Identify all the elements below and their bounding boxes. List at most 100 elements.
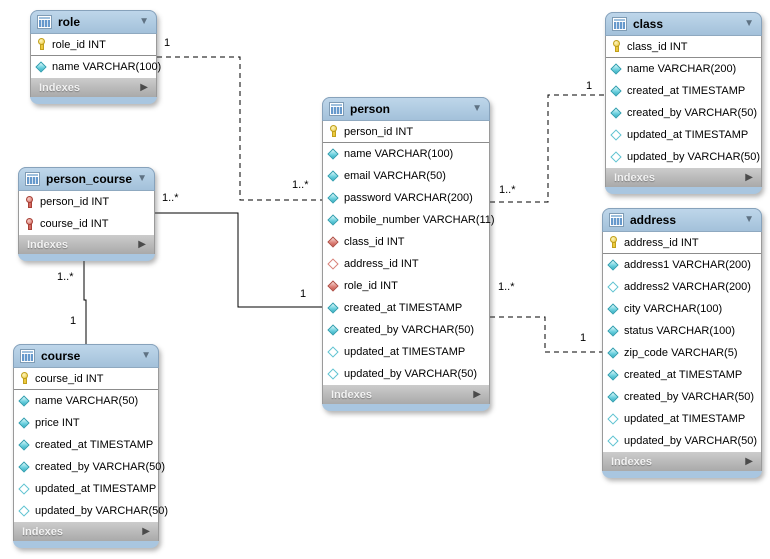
table-person_course-header[interactable]: person_course ▼ (18, 167, 155, 191)
nullable-column-icon (611, 129, 623, 142)
column-label: created_by VARCHAR(50) (344, 324, 475, 336)
collapse-arrow-icon[interactable]: ▼ (472, 103, 482, 114)
table-course-header[interactable]: course ▼ (13, 344, 159, 368)
relationship-role-person[interactable] (157, 56, 322, 201)
column-label: updated_at TIMESTAMP (344, 346, 466, 358)
table-role[interactable]: role ▼ role_id INT name VARCHAR(100) Ind… (30, 10, 161, 104)
field-address-city[interactable]: city VARCHAR(100) (603, 298, 761, 320)
table-person-header[interactable]: person ▼ (322, 97, 490, 121)
relationship-person_course-person[interactable] (155, 212, 322, 308)
field-role-name[interactable]: name VARCHAR(100) (31, 56, 161, 78)
table-address-header[interactable]: address ▼ (602, 208, 762, 232)
field-person-name[interactable]: name VARCHAR(100) (323, 143, 489, 165)
field-role-role_id[interactable]: role_id INT (31, 34, 156, 56)
primary-key-icon (608, 236, 620, 249)
field-person-mobile_number[interactable]: mobile_number VARCHAR(11) (323, 209, 495, 231)
field-person-created_by[interactable]: created_by VARCHAR(50) (323, 319, 489, 341)
nullable-column-icon (611, 151, 623, 164)
column-label: person_id INT (40, 196, 110, 208)
field-person-address_id[interactable]: address_id INT (323, 253, 489, 275)
field-person-person_id[interactable]: person_id INT (323, 121, 489, 143)
field-class-updated_at[interactable]: updated_at TIMESTAMP (606, 124, 761, 146)
field-address-address_id[interactable]: address_id INT (603, 232, 761, 254)
table-address-columns: address_id INT address1 VARCHAR(200) add… (602, 232, 762, 452)
table-address[interactable]: address ▼ address_id INT address1 VARCHA… (602, 208, 762, 478)
expand-arrow-icon[interactable]: ▶ (142, 525, 150, 537)
field-class-name[interactable]: name VARCHAR(200) (606, 58, 761, 80)
field-address-zip_code[interactable]: zip_code VARCHAR(5) (603, 342, 761, 364)
indexes-label: Indexes (611, 455, 652, 468)
field-address-created_at[interactable]: created_at TIMESTAMP (603, 364, 761, 386)
column-label: updated_by VARCHAR(50) (627, 151, 761, 163)
field-address-address2[interactable]: address2 VARCHAR(200) (603, 276, 761, 298)
column-label: name VARCHAR(100) (52, 61, 162, 73)
field-address-updated_at[interactable]: updated_at TIMESTAMP (603, 408, 761, 430)
collapse-arrow-icon[interactable]: ▼ (744, 214, 754, 225)
expand-arrow-icon[interactable]: ▶ (745, 171, 753, 183)
relationship-person-address[interactable] (490, 316, 602, 353)
column-label: created_at TIMESTAMP (627, 85, 746, 97)
collapse-arrow-icon[interactable]: ▼ (139, 16, 149, 27)
field-address-updated_by[interactable]: updated_by VARCHAR(50) (603, 430, 761, 452)
cardinality-label: 1..* (162, 192, 179, 204)
field-course-created_at[interactable]: created_at TIMESTAMP (14, 434, 158, 456)
field-person-created_at[interactable]: created_at TIMESTAMP (323, 297, 489, 319)
table-class-header[interactable]: class ▼ (605, 12, 762, 36)
table-person[interactable]: person ▼ person_id INT name VARCHAR(100)… (322, 97, 495, 411)
field-person_course-course_id[interactable]: course_id INT (19, 213, 154, 235)
field-course-course_id[interactable]: course_id INT (14, 368, 158, 390)
field-person_course-person_id[interactable]: person_id INT (19, 191, 154, 213)
collapse-arrow-icon[interactable]: ▼ (744, 18, 754, 29)
relationship-person_course-course[interactable] (83, 261, 87, 344)
field-address-address1[interactable]: address1 VARCHAR(200) (603, 254, 761, 276)
field-class-class_id[interactable]: class_id INT (606, 36, 761, 58)
field-class-created_by[interactable]: created_by VARCHAR(50) (606, 102, 761, 124)
table-person-columns: person_id INT name VARCHAR(100) email VA… (322, 121, 495, 385)
column-icon (608, 391, 620, 404)
indexes-bar[interactable]: Indexes ▶ (13, 522, 159, 541)
field-person-class_id[interactable]: class_id INT (323, 231, 489, 253)
indexes-bar[interactable]: Indexes ▶ (322, 385, 490, 404)
field-person-role_id[interactable]: role_id INT (323, 275, 489, 297)
field-course-price[interactable]: price INT (14, 412, 158, 434)
field-course-name[interactable]: name VARCHAR(50) (14, 390, 158, 412)
cardinality-label: 1 (70, 315, 77, 327)
expand-arrow-icon[interactable]: ▶ (140, 81, 148, 93)
field-course-updated_at[interactable]: updated_at TIMESTAMP (14, 478, 158, 500)
table-class[interactable]: class ▼ class_id INT name VARCHAR(200) c… (605, 12, 762, 194)
collapse-arrow-icon[interactable]: ▼ (141, 350, 151, 361)
indexes-bar[interactable]: Indexes ▶ (602, 452, 762, 471)
collapse-arrow-icon[interactable]: ▼ (137, 173, 147, 184)
field-person-updated_by[interactable]: updated_by VARCHAR(50) (323, 363, 489, 385)
column-label: updated_at TIMESTAMP (35, 483, 157, 495)
table-title: role (58, 15, 81, 29)
indexes-bar[interactable]: Indexes ▶ (30, 78, 157, 97)
column-label: updated_at TIMESTAMP (624, 413, 746, 425)
table-role-header[interactable]: role ▼ (30, 10, 157, 34)
primary-foreign-key-icon (24, 217, 36, 231)
field-person-email[interactable]: email VARCHAR(50) (323, 165, 489, 187)
field-address-created_by[interactable]: created_by VARCHAR(50) (603, 386, 761, 408)
expand-arrow-icon[interactable]: ▶ (138, 238, 146, 250)
expand-arrow-icon[interactable]: ▶ (473, 388, 481, 400)
field-course-created_by[interactable]: created_by VARCHAR(50) (14, 456, 165, 478)
indexes-bar[interactable]: Indexes ▶ (605, 168, 762, 187)
field-person-password[interactable]: password VARCHAR(200) (323, 187, 489, 209)
relationship-person-class[interactable] (490, 94, 605, 203)
indexes-label: Indexes (27, 238, 68, 251)
table-role-columns: role_id INT name VARCHAR(100) (30, 34, 161, 78)
nullable-column-icon (328, 368, 340, 381)
indexes-bar[interactable]: Indexes ▶ (18, 235, 155, 254)
table-course[interactable]: course ▼ course_id INT name VARCHAR(50) … (13, 344, 168, 548)
table-person_course[interactable]: person_course ▼ person_id INT course_id … (18, 167, 155, 261)
field-class-updated_by[interactable]: updated_by VARCHAR(50) (606, 146, 761, 168)
field-address-status[interactable]: status VARCHAR(100) (603, 320, 761, 342)
table-icon (609, 213, 624, 227)
field-course-updated_by[interactable]: updated_by VARCHAR(50) (14, 500, 168, 522)
field-class-created_at[interactable]: created_at TIMESTAMP (606, 80, 761, 102)
expand-arrow-icon[interactable]: ▶ (745, 455, 753, 467)
field-person-updated_at[interactable]: updated_at TIMESTAMP (323, 341, 489, 363)
nullable-column-icon (19, 505, 31, 518)
indexes-label: Indexes (614, 171, 655, 184)
